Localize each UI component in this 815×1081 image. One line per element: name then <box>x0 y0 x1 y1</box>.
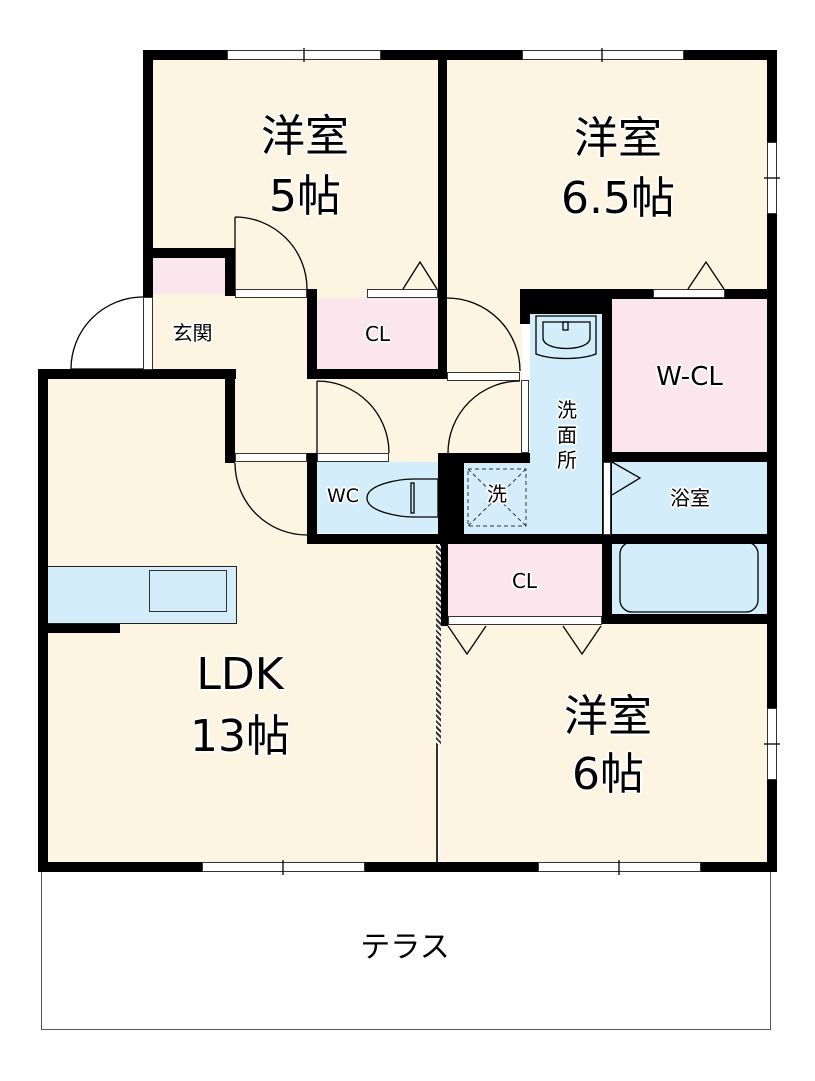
washer-label: 洗 <box>487 482 507 506</box>
sliding-partition <box>436 545 441 745</box>
wall <box>520 289 530 324</box>
wall <box>143 248 235 258</box>
terrace-label: テラス <box>360 930 450 965</box>
door-opening <box>235 289 307 298</box>
partition-line <box>436 745 438 862</box>
bath-door-opening <box>603 462 611 535</box>
washer-area <box>464 462 604 534</box>
wall <box>46 624 120 633</box>
wall <box>307 369 447 379</box>
room-ldk-name: LDK <box>196 649 284 700</box>
room-western-5-size: 5帖 <box>269 171 341 222</box>
wall <box>438 453 530 463</box>
door-opening <box>448 616 602 625</box>
wall <box>38 369 48 871</box>
washroom-label: 洗面所 <box>557 398 577 472</box>
wall <box>307 534 447 544</box>
entrance-label: 玄関 <box>172 321 213 345</box>
door-opening <box>235 453 307 462</box>
room-western-6 <box>440 620 767 863</box>
door-opening <box>447 372 520 381</box>
entrance-door-opening <box>143 297 153 370</box>
room-western-6-5-size: 6.5帖 <box>561 173 675 224</box>
closet-bottom-label: CL <box>511 569 538 593</box>
wall <box>143 50 153 300</box>
walk-in-closet-label: W-CL <box>656 362 723 392</box>
toilet-label: WC <box>326 485 360 507</box>
entrance <box>152 294 232 372</box>
wall <box>602 614 777 624</box>
closet-top <box>317 298 438 370</box>
window <box>522 50 684 60</box>
wall <box>438 453 464 544</box>
room-western-6-size: 6帖 <box>572 749 644 800</box>
room-western-6-name: 洋室 <box>564 691 652 742</box>
wall <box>143 50 776 60</box>
wall <box>440 540 448 626</box>
washroom-door-opening <box>521 380 529 453</box>
toilet-room <box>317 462 438 533</box>
wall <box>225 369 235 463</box>
wall <box>438 50 447 378</box>
wall <box>307 289 317 379</box>
terrace <box>41 870 771 1030</box>
room-western-6-5-name: 洋室 <box>574 113 662 164</box>
wall <box>307 453 317 544</box>
closet-bottom <box>447 544 602 616</box>
wall <box>602 452 777 462</box>
door-opening <box>317 453 389 462</box>
door-opening <box>653 289 725 298</box>
wall <box>38 369 236 379</box>
wall <box>225 248 235 296</box>
wall <box>38 862 777 872</box>
closet-top-label: CL <box>364 322 391 346</box>
room-western-5-name: 洋室 <box>261 111 349 162</box>
kitchen-sink <box>149 570 227 612</box>
wall <box>440 534 777 544</box>
room-ldk-size: 13帖 <box>190 711 290 762</box>
walk-in-closet <box>612 298 767 453</box>
room-western-6-5 <box>447 60 767 295</box>
kitchen-counter <box>46 566 237 624</box>
bathroom-label: 浴室 <box>670 486 710 510</box>
entrance-storage <box>152 258 226 294</box>
door-opening <box>367 289 438 298</box>
wall <box>520 289 612 314</box>
